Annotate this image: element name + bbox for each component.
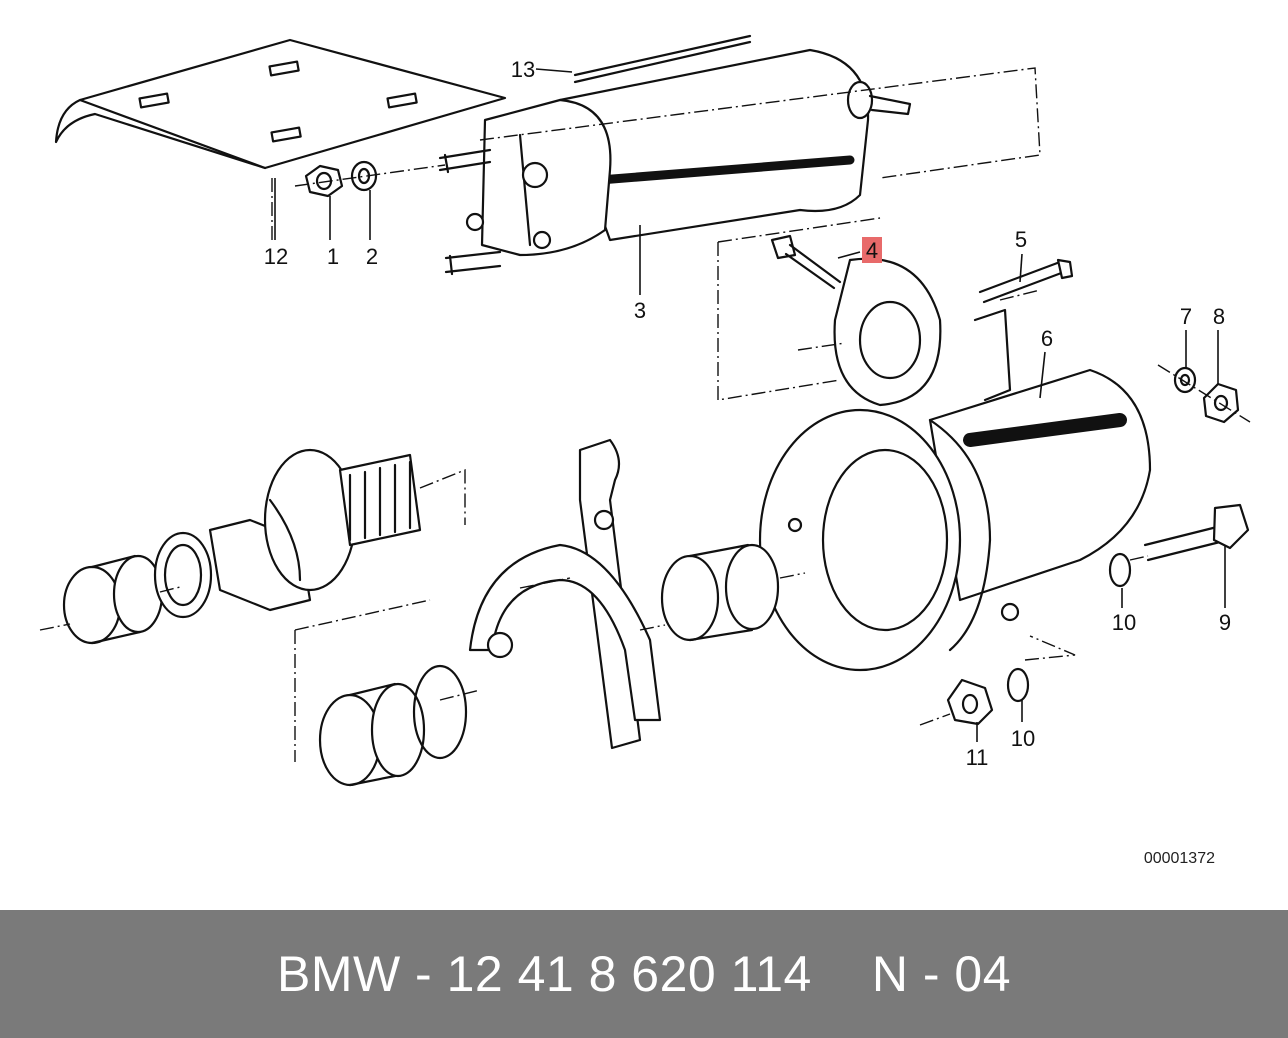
ring-gear [153,531,213,619]
callout-13: 13 [511,57,535,82]
parts-diagram: 12 1 2 3 4 5 6 7 8 9 10 10 11 13 0000137… [39,34,1251,867]
cover-plate [54,38,507,170]
callout-3: 3 [634,298,646,323]
leader-lines [274,68,1226,742]
callout-1: 1 [327,244,339,269]
callout-8: 8 [1213,304,1225,329]
snap-ring [412,664,468,760]
nut-11 [946,678,994,726]
washer-7 [1173,366,1197,394]
callout-10b: 10 [1011,726,1035,751]
callout-4-highlight [862,237,882,263]
part-info-text: BMW - 12 41 8 620 114 N - 04 [0,910,1288,1038]
part-number-label: BMW - 12 41 8 620 114 [276,946,812,1002]
callout-5: 5 [1015,227,1027,252]
callout-9: 9 [1219,610,1231,635]
part-info-bar: BMW - 12 41 8 620 114 N - 04 [0,910,1288,1038]
cable-tie [573,34,752,84]
solenoid-switch [438,48,912,276]
bushing-left [62,554,164,645]
lock-washer-10a [1108,552,1132,588]
callout-11: 11 [966,745,989,770]
nut-1 [304,164,344,198]
drive-end-housing [758,257,1152,672]
bolt-5 [978,258,1074,304]
callout-6: 6 [1041,326,1053,351]
bolt-9 [1143,503,1250,562]
assembly-lines [39,67,1251,762]
callout-4: 4 [866,238,878,263]
callout-2: 2 [366,244,378,269]
diagram-reference-number: 00001372 [1144,850,1215,867]
nut-8 [1202,382,1240,424]
pinion-drive [208,448,422,612]
callout-10a: 10 [1112,610,1136,635]
shift-fork [468,438,662,750]
lock-washer-10b [1006,667,1030,703]
exploded-view-drawing: 12 1 2 3 4 5 6 7 8 9 10 10 11 13 0000137… [39,34,1251,867]
callout-7: 7 [1180,304,1192,329]
callout-12: 12 [264,244,288,269]
bolt-4 [770,234,842,290]
bushing-center [660,543,780,642]
bushing-bottom [318,682,426,787]
washer-2 [350,160,378,192]
position-label: N - 04 [871,946,1012,1002]
